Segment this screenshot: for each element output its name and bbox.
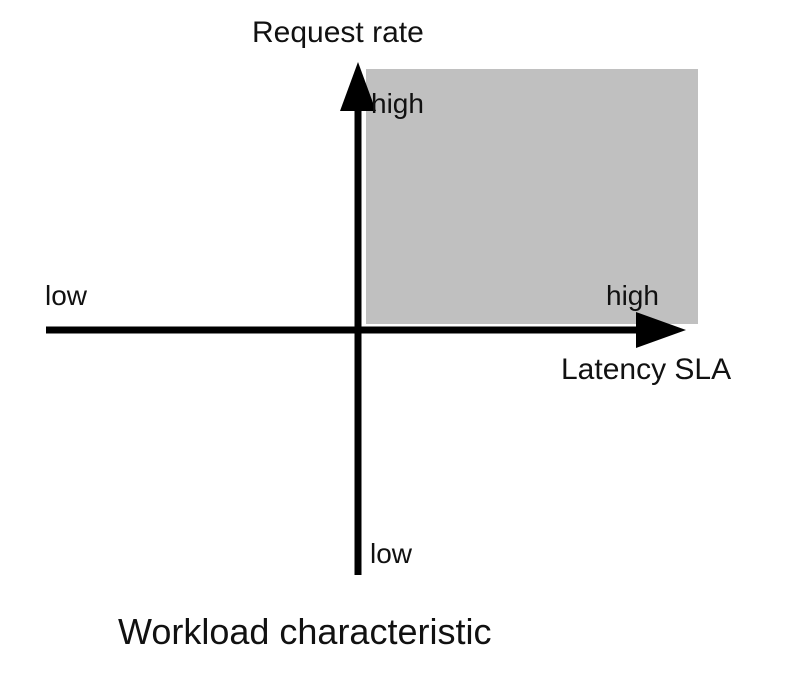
vertical-axis-arrowhead xyxy=(340,62,376,111)
vertical-axis-low-label: low xyxy=(370,538,413,569)
vertical-axis-high-label: high xyxy=(371,88,424,119)
highlight-region xyxy=(366,69,698,324)
horizontal-axis-high-label: high xyxy=(606,280,659,311)
vertical-axis-title: Request rate xyxy=(252,16,424,49)
diagram-caption: Workload characteristic xyxy=(118,611,492,652)
horizontal-axis-title: Latency SLA xyxy=(561,353,732,386)
horizontal-axis-arrowhead xyxy=(636,312,686,348)
horizontal-axis-low-label: low xyxy=(45,280,88,311)
